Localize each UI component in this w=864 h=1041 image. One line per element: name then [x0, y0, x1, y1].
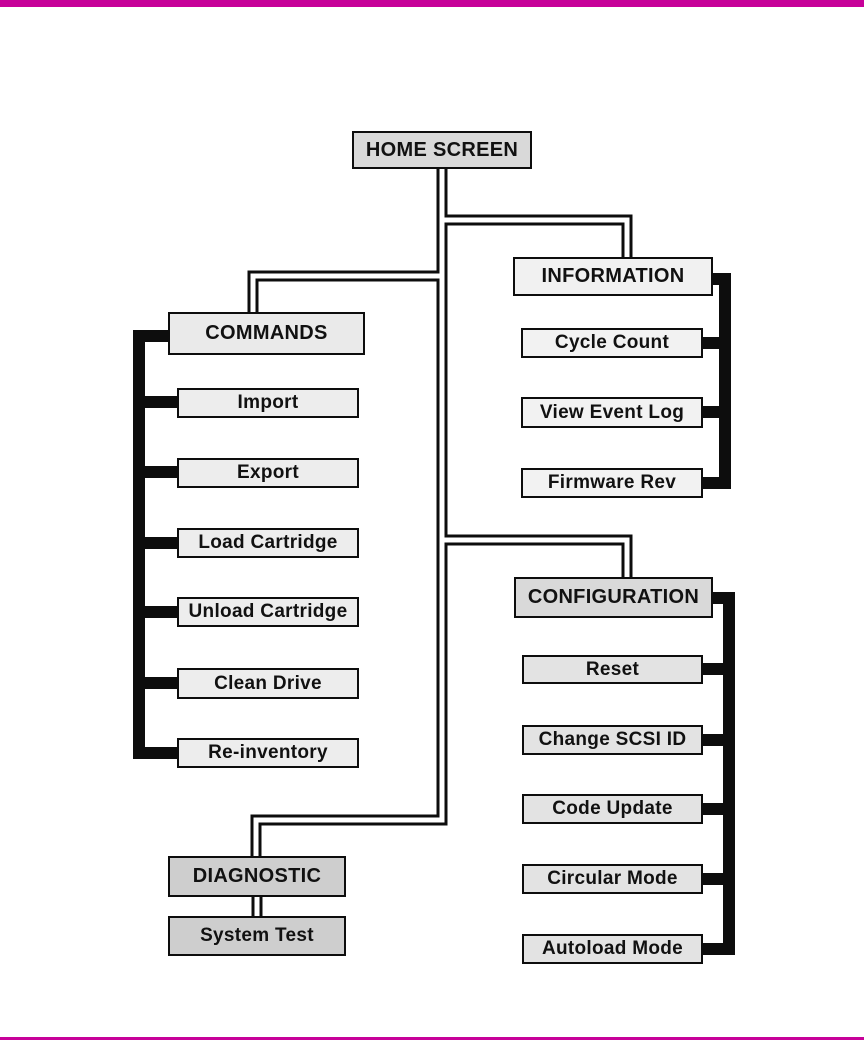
trunk-pipe-core [250, 155, 630, 921]
node-reset: Reset [522, 655, 703, 684]
node-configuration: CONFIGURATION [514, 577, 713, 618]
node-circular-mode: Circular Mode [522, 864, 703, 894]
node-re-inventory: Re-inventory [177, 738, 359, 768]
configuration-bracket-line [695, 592, 735, 955]
node-clean-drive: Clean Drive [177, 668, 359, 699]
node-information: INFORMATION [513, 257, 713, 296]
commands-bracket-line [133, 330, 186, 759]
node-unload-cartridge: Unload Cartridge [177, 597, 359, 627]
node-home-screen: HOME SCREEN [352, 131, 532, 169]
node-cycle-count: Cycle Count [521, 328, 703, 358]
node-commands: COMMANDS [168, 312, 365, 355]
node-code-update: Code Update [522, 794, 703, 824]
top-accent-bar [0, 0, 864, 7]
bottom-accent-rule [0, 1037, 864, 1040]
node-view-event-log: View Event Log [521, 397, 703, 428]
node-load-cartridge: Load Cartridge [177, 528, 359, 558]
node-autoload-mode: Autoload Mode [522, 934, 703, 964]
node-diagnostic: DIAGNOSTIC [168, 856, 346, 897]
node-firmware-rev: Firmware Rev [521, 468, 703, 498]
information-bracket-line [695, 273, 731, 489]
node-import: Import [177, 388, 359, 418]
node-export: Export [177, 458, 359, 488]
node-system-test: System Test [168, 916, 346, 956]
node-change-scsi-id: Change SCSI ID [522, 725, 703, 755]
